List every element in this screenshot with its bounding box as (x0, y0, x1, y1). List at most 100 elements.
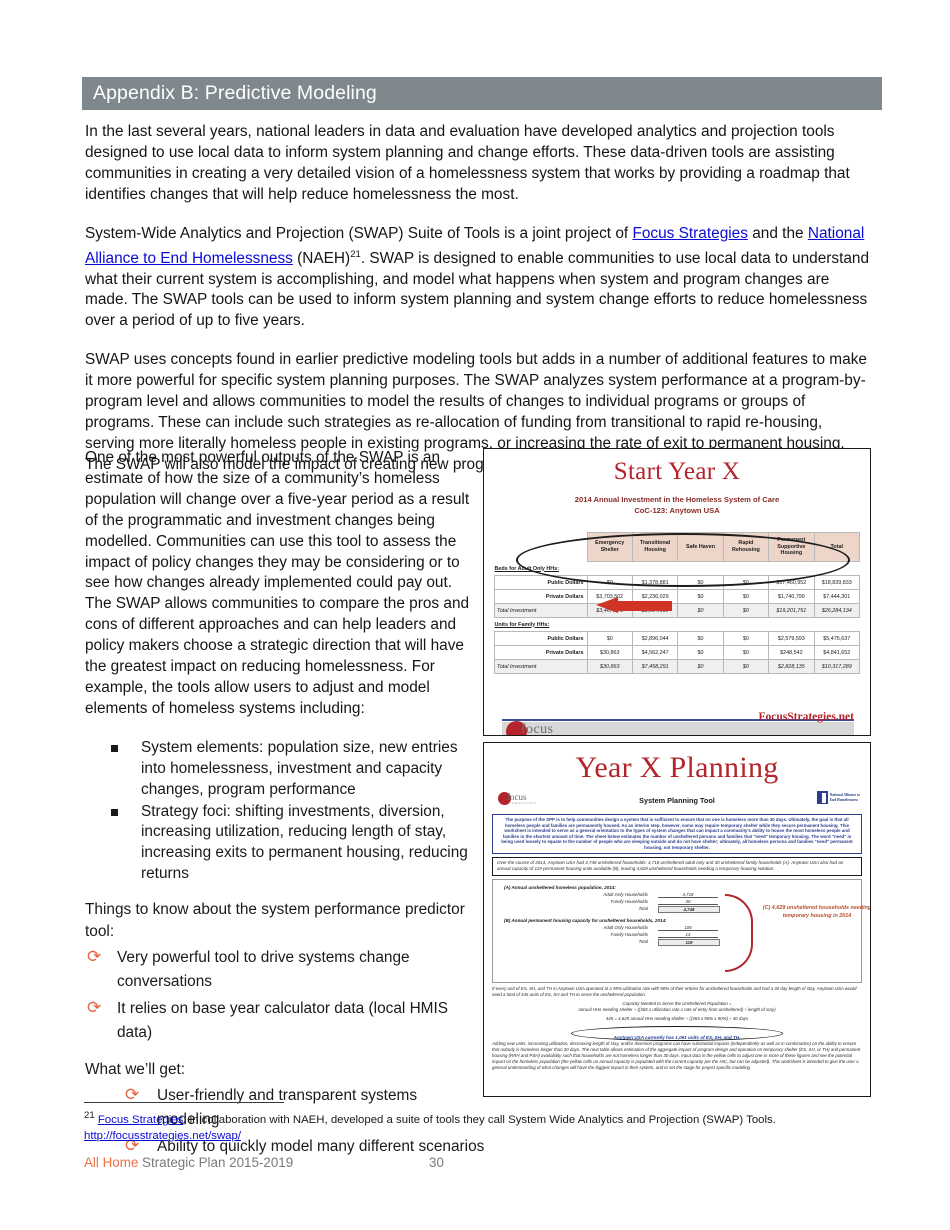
calc-value: 4,748 (658, 905, 720, 913)
table-cell: $0 (722, 631, 770, 646)
column-header: Safe Haven (677, 532, 724, 562)
page-number: 30 (429, 1155, 444, 1170)
list-item: Strategy foci: shifting investments, div… (85, 802, 525, 886)
column-header: Emergency Shelter (586, 532, 633, 562)
system-planning-tool-title: System Planning Tool (639, 796, 715, 805)
utilization-text: If every unit of ES, SH, and TH in Anyto… (492, 985, 857, 997)
footnote-url-link[interactable]: http://focusstrategies.net/swap/ (84, 1129, 242, 1142)
section-label: Units for Family HHs: (494, 617, 860, 632)
calc-value: 106 (658, 925, 718, 931)
slide-image-year-x-planning: Year X Planning focus STRATEGIES System … (483, 742, 871, 1097)
naeh-logo: National Alliance to End Homelessness (816, 791, 860, 804)
table-cell: $1,740,799 (768, 589, 815, 604)
focus-strategies-link[interactable]: Focus Strategies (632, 224, 748, 242)
table-cell: $0 (722, 589, 770, 604)
table-cell: $0 (722, 659, 770, 674)
table-cell: $0 (586, 631, 633, 646)
table-cell: $5,475,637 (813, 631, 861, 646)
page-footer: All Home Strategic Plan 2015-2019 30 (84, 1155, 884, 1170)
column-header: Permanent Supportive Housing (768, 532, 815, 562)
table-cell: $4,562,247 (631, 645, 679, 660)
list-item-label: Ability to quickly model many different … (157, 1138, 485, 1156)
row-label: Private Dollars (494, 589, 588, 604)
footer-doc: Strategic Plan 2015-2019 (138, 1155, 294, 1170)
section-a-label: (A) Annual unsheltered homeless populati… (504, 884, 616, 890)
logo-text: focus (507, 792, 527, 802)
table-cell: $19,201,751 (768, 603, 815, 618)
slide2-header-row: focus STRATEGIES System Planning Tool Na… (484, 791, 870, 811)
paragraph-1: In the last several years, national lead… (85, 123, 850, 203)
table-cell: $1,378,881 (631, 575, 679, 590)
table-cell: $0 (677, 589, 724, 604)
paragraph-3: SWAP uses concepts found in earlier pred… (85, 351, 867, 473)
summary-text: Over the course of 2014, Anytown USA had… (497, 860, 844, 872)
calc-label: Family Households (610, 931, 648, 937)
table-cell: $10,317,289 (813, 659, 861, 674)
calc-label: Adult Only Households (603, 924, 648, 930)
table-row: Public Dollars$0$1,378,881$0$0$17,460,95… (494, 575, 861, 590)
calc-row: Family Households 30 (498, 899, 856, 905)
p2-part-b: and the (747, 224, 808, 242)
list-item: ⟳It relies on base year calculator data … (85, 997, 555, 1045)
purpose-text: The purpose of the SPP is to help commun… (501, 817, 853, 850)
summary-block: Over the course of 2014, Anytown USA had… (492, 856, 862, 876)
slide1-footer: focus STRATEGIES FocusStrategies.net (484, 691, 870, 735)
row-label: Private Dollars (494, 645, 588, 660)
table-cell: $18,839,833 (813, 575, 861, 590)
row-label: Public Dollars (494, 631, 588, 646)
table-row: Private Dollars$30,863$4,562,247$0$0$248… (494, 645, 861, 660)
logo-subtext: STRATEGIES (509, 801, 537, 805)
table-cell: $26,284,134 (813, 603, 861, 618)
calc-row: Adult Only Households 4,718 (498, 892, 856, 898)
naeh-line2: End Homelessness (829, 797, 858, 802)
things-to-know-lead: Things to know about the system performa… (85, 901, 465, 941)
table-cell: $2,579,593 (768, 631, 815, 646)
table-row: Private Dollars$3,703,502$2,236,029$0$0$… (494, 589, 861, 604)
table-cell: $248,542 (768, 645, 815, 660)
table-section-row: Units for Family HHs: (494, 617, 860, 632)
table-cell: $2,896,044 (631, 631, 679, 646)
calc-label: Total (638, 905, 648, 911)
calc-value: 4,718 (658, 892, 718, 898)
formula-line-2: annual HHs needing shelter ÷ ((365 x uti… (578, 1006, 776, 1012)
table-row: Total Investment$30,863$7,458,291$0$0$2,… (494, 659, 861, 674)
calc-label: Adult Only Households (603, 891, 648, 897)
table-cell: $0 (677, 575, 724, 590)
slide-image-start-year-x: Start Year X 2014 Annual Investment in t… (483, 448, 871, 736)
calc-label: Family Households (610, 898, 648, 904)
footnote-number: 21 (84, 1110, 95, 1121)
current-units-text: Anytown USA currently has 1,061 units of… (613, 1034, 741, 1040)
calc-row: Family Households 13 (498, 932, 856, 938)
calc-row: Total 4,748 (498, 905, 856, 913)
naeh-link[interactable]: National Alliance to End Homelessness (85, 224, 865, 267)
row-label: Total Investment (494, 603, 588, 618)
table-cell: $2,828,135 (768, 659, 815, 674)
calc-row: Adult Only Households 106 (498, 925, 856, 931)
footnote-block: 21 Focus Strategies, in collaboration wi… (84, 1108, 884, 1144)
wrapped-content-zone: Start Year X 2014 Annual Investment in t… (85, 448, 875, 1162)
logo-text: focus (521, 722, 554, 736)
p2-part-d: . SWAP is designed to enable communities… (85, 249, 870, 330)
list-item-label: It relies on base year calculator data (… (117, 1000, 449, 1042)
p2-part-c: (NAEH) (292, 249, 351, 267)
purpose-block: The purpose of the SPP is to help commun… (492, 814, 862, 854)
table-cell: $0 (677, 603, 724, 618)
corner-cell (494, 532, 588, 562)
curved-arrow-bullet-icon: ⟳ (87, 947, 102, 967)
calc-value: 30 (658, 899, 718, 905)
footnote-focus-strategies-link[interactable]: Focus Strategies (97, 1113, 184, 1126)
calc-value: 13 (658, 932, 718, 938)
naeh-line1: National Alliance to (829, 792, 860, 797)
column-header: Rapid Rehousing (722, 532, 770, 562)
table-section-row: Beds for Adult Only HHs: (494, 561, 860, 576)
slide1-subtitle-line1: 2014 Annual Investment in the Homeless S… (574, 495, 780, 504)
curved-arrow-bullet-icon: ⟳ (125, 1085, 140, 1105)
highlight-ellipse (571, 1025, 783, 1041)
list-item: ⟳Very powerful tool to drive systems cha… (85, 946, 555, 994)
paragraph-2: System-Wide Analytics and Projection (SW… (85, 224, 875, 333)
table-cell: $17,460,952 (768, 575, 815, 590)
